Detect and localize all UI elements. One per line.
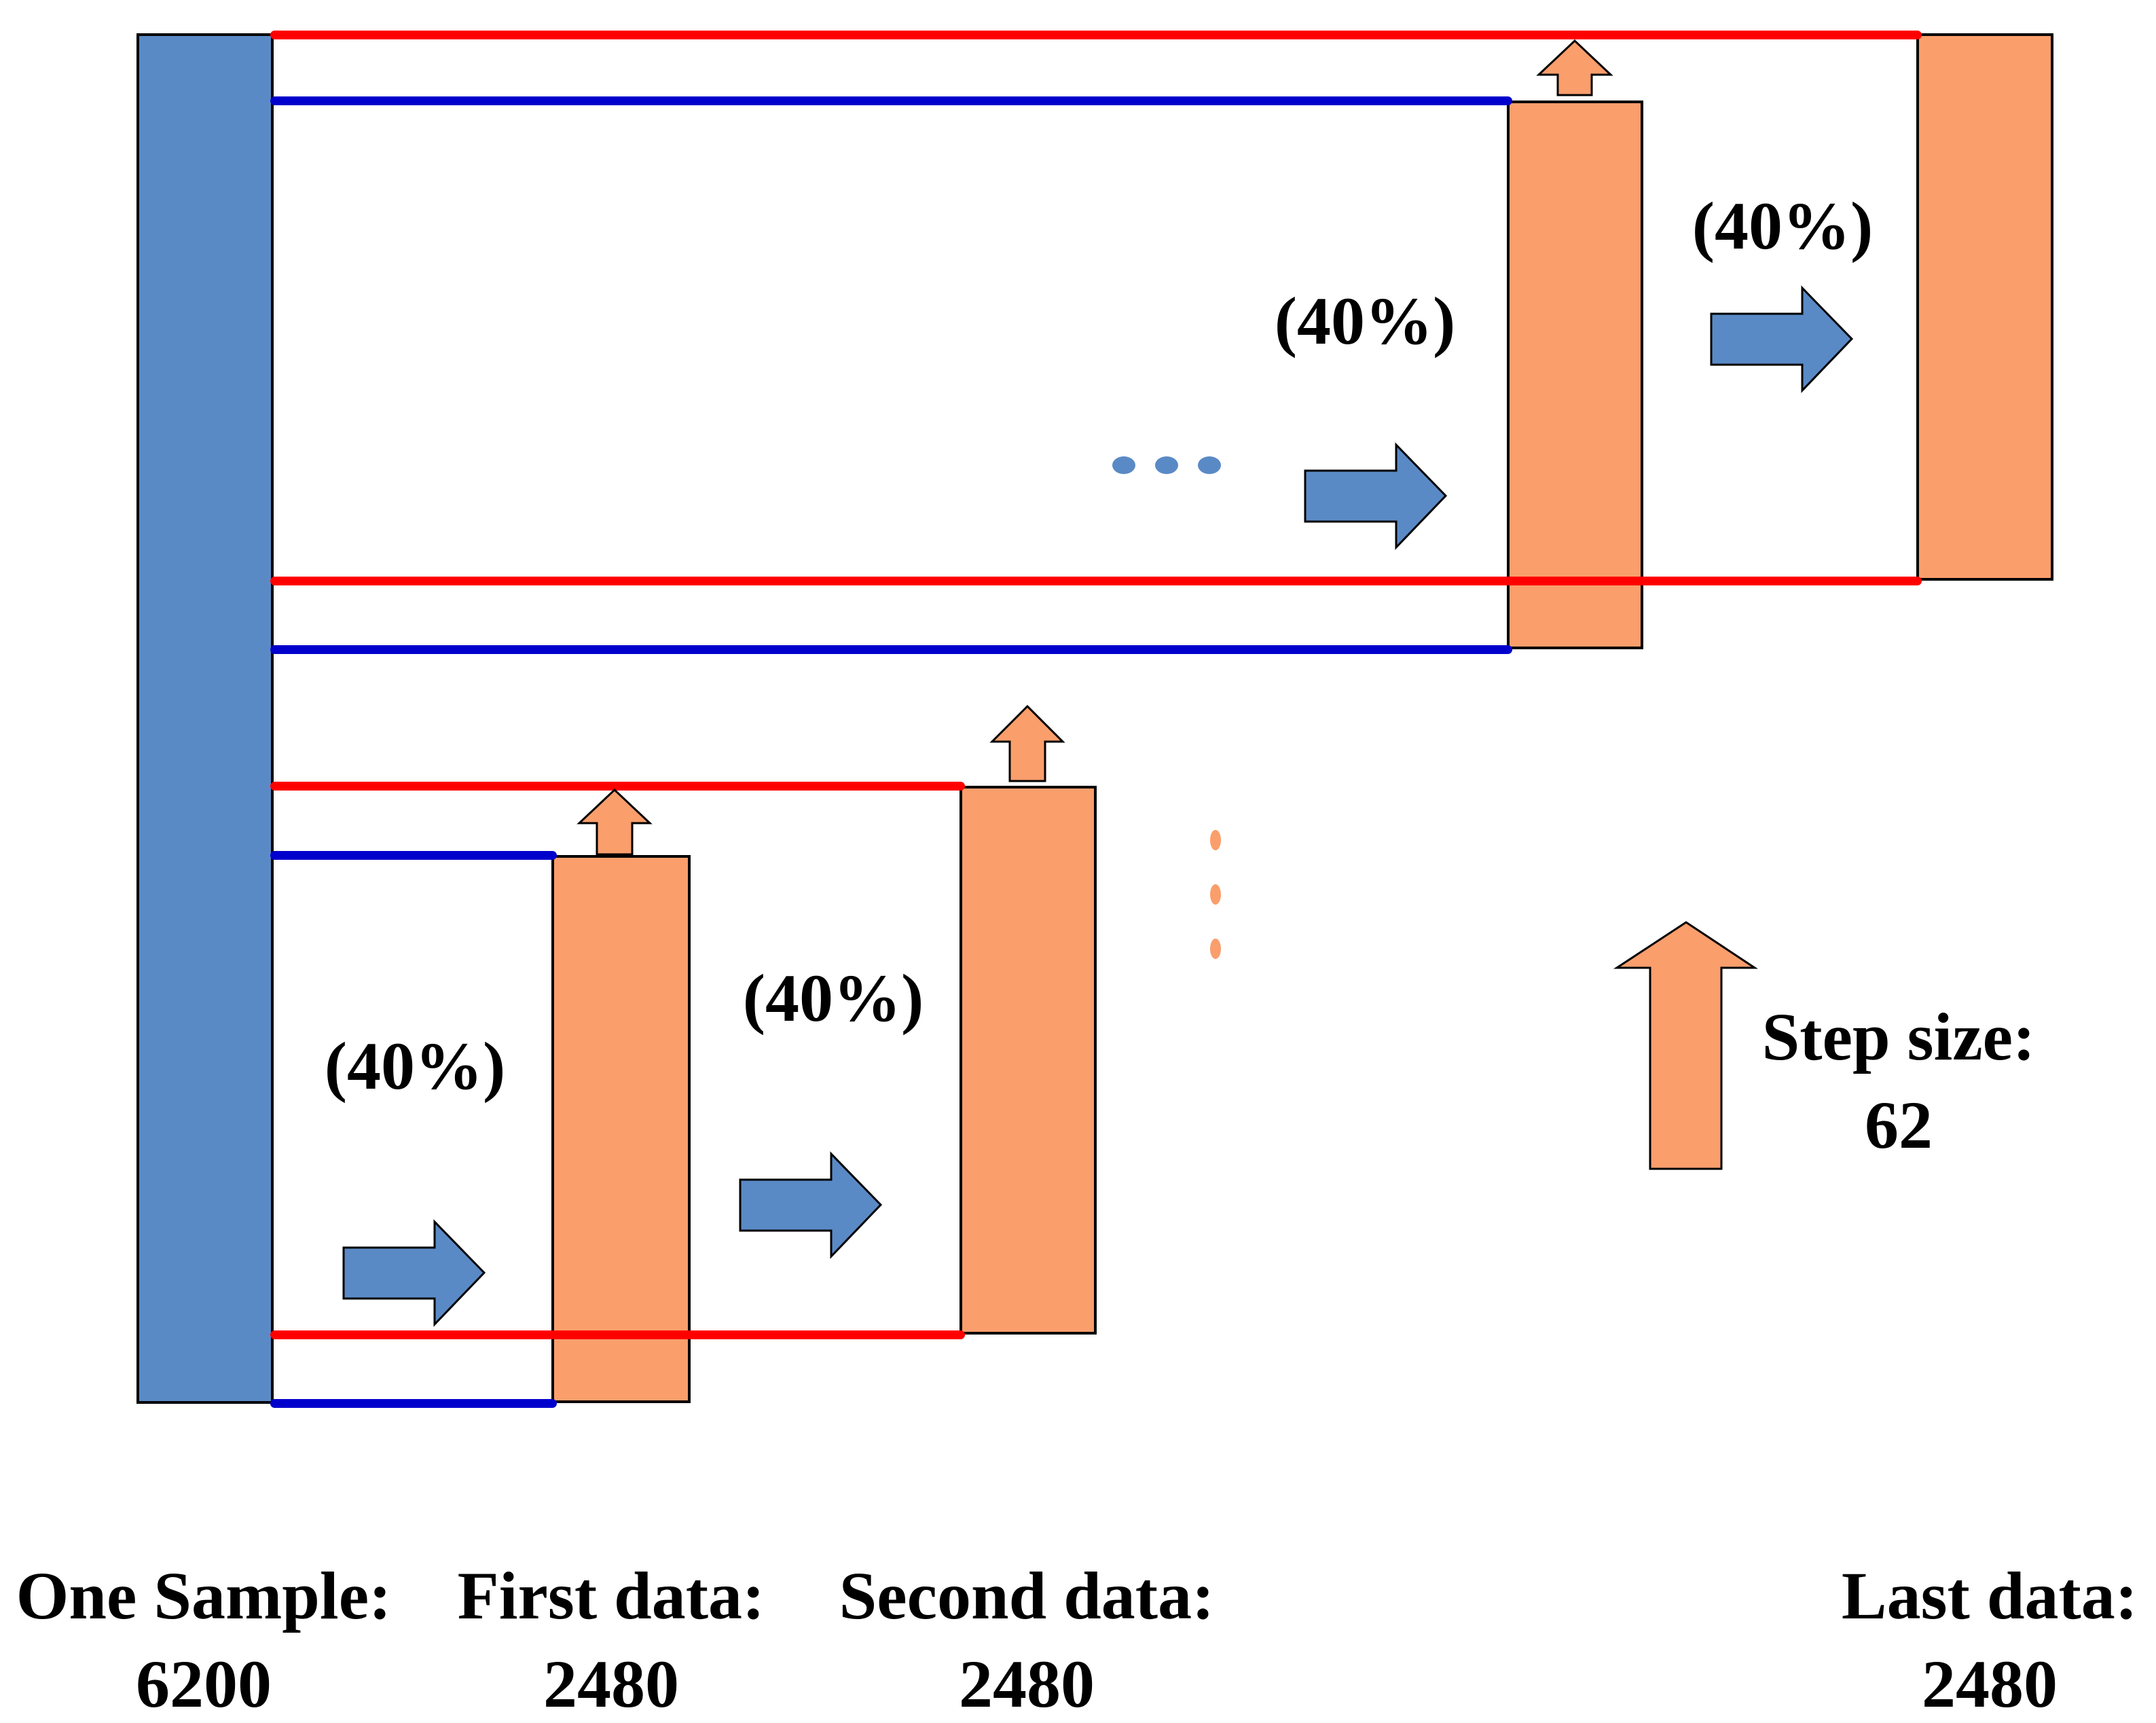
sample-bar	[136, 33, 274, 1404]
sample-caption: One Sample: 6200	[16, 1552, 392, 1723]
penultimate-window-top-line	[270, 96, 1512, 105]
first-data-bar	[551, 855, 691, 1403]
step-size-caption: Step size: 62	[1762, 993, 2036, 1169]
step-size-label: Step size:	[1761, 999, 2036, 1074]
extract-right-arrow-icon	[1304, 442, 1448, 550]
step-up-arrow-icon	[989, 704, 1065, 782]
ellipsis-dot	[1198, 456, 1221, 474]
extract-right-arrow-icon	[342, 1219, 486, 1327]
last-data-label: Last data:	[1841, 1558, 2138, 1633]
sample-caption-label: One Sample:	[16, 1558, 392, 1633]
percent-label: (40%)	[1692, 188, 1874, 264]
penultimate-window-bottom-line	[270, 645, 1512, 654]
first-data-value: 2480	[543, 1646, 679, 1722]
second-data-value: 2480	[959, 1646, 1095, 1722]
ellipsis-dot	[1155, 456, 1178, 474]
first-window-bottom-line	[270, 1399, 557, 1408]
ellipsis-dot-vertical	[1210, 939, 1221, 959]
penultimate-data-bar	[1507, 101, 1643, 649]
last-window-bottom-line	[270, 577, 1922, 585]
last-data-bar	[1916, 33, 2053, 581]
percent-label: (40%)	[1274, 283, 1456, 359]
sample-caption-value: 6200	[135, 1646, 272, 1722]
second-window-bottom-line	[270, 1330, 965, 1339]
first-data-label: First data:	[457, 1558, 765, 1633]
step-size-value: 62	[1865, 1087, 1933, 1163]
percent-label: (40%)	[324, 1028, 506, 1104]
second-data-bar	[960, 786, 1097, 1335]
ellipsis-dot-vertical	[1210, 830, 1221, 850]
step-up-arrow-icon	[577, 788, 653, 856]
ellipsis-dot-vertical	[1210, 884, 1221, 905]
extract-right-arrow-icon	[1710, 285, 1854, 393]
last-data-value: 2480	[1921, 1646, 2058, 1722]
second-data-label: Second data:	[839, 1558, 1215, 1633]
last-window-top-line	[270, 31, 1922, 39]
first-window-top-line	[270, 851, 557, 860]
extract-right-arrow-icon	[739, 1151, 883, 1259]
first-data-caption: First data: 2480	[458, 1552, 765, 1723]
last-data-caption: Last data: 2480	[1842, 1552, 2138, 1723]
step-size-arrow-icon	[1613, 921, 1758, 1170]
step-up-arrow-icon	[1536, 39, 1613, 96]
percent-label: (40%)	[742, 960, 924, 1036]
ellipsis-dot	[1112, 456, 1135, 474]
second-data-caption: Second data: 2480	[839, 1552, 1215, 1723]
second-window-top-line	[270, 782, 965, 791]
